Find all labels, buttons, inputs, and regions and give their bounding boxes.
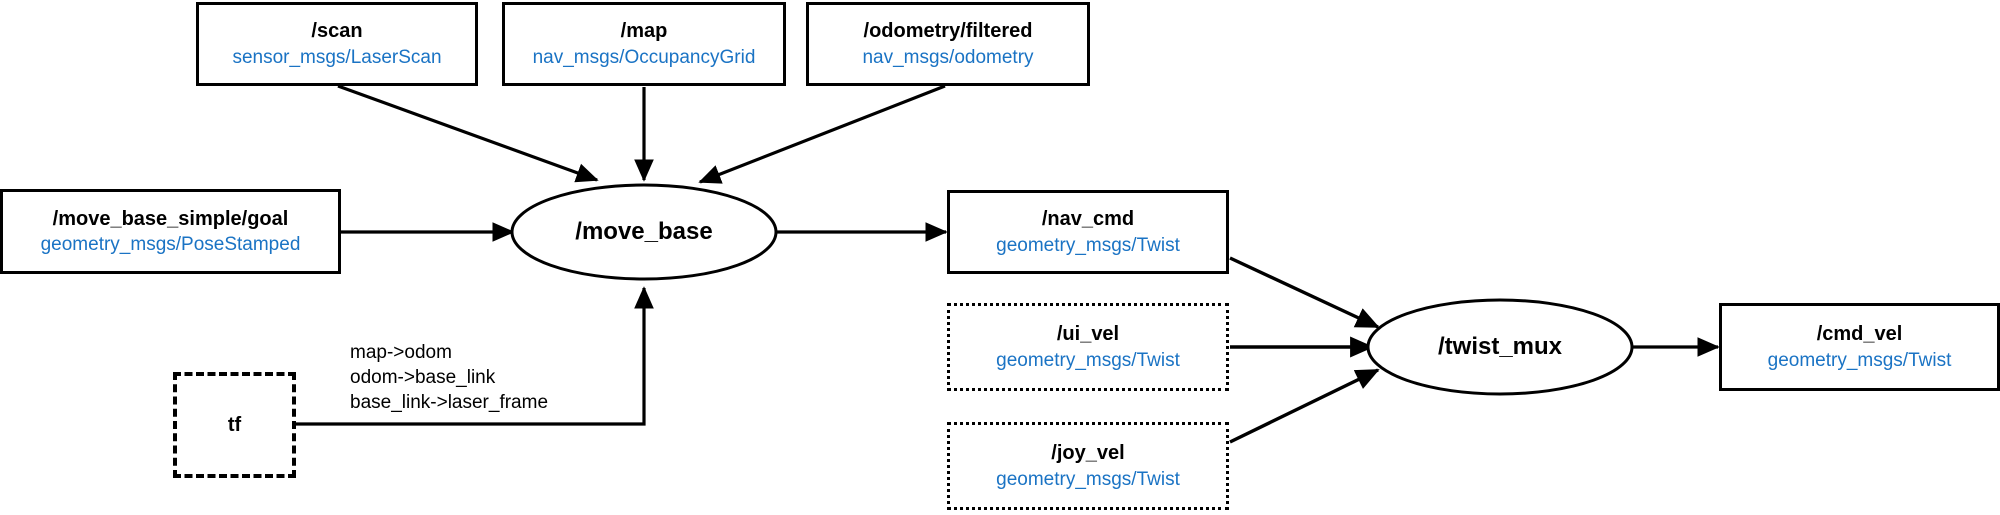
edge-nav-cmd-to-twist-mux	[1229, 256, 1380, 329]
twist-mux-label: /twist_mux	[1437, 333, 1563, 361]
topic-name: /joy_vel	[1051, 442, 1125, 465]
topic-node-scan[interactable]: /scan sensor_msgs/LaserScan	[196, 2, 478, 86]
topic-node-ui-vel[interactable]: /ui_vel geometry_msgs/Twist	[947, 303, 1229, 391]
topic-name: /cmd_vel	[1816, 323, 1903, 346]
topic-name: /scan	[311, 20, 363, 43]
node-tf[interactable]: tf	[173, 372, 296, 478]
topic-name: /ui_vel	[1056, 323, 1120, 346]
tf-label: tf	[227, 413, 242, 436]
topic-name: /nav_cmd	[1041, 208, 1135, 231]
node-twist-mux[interactable]: /twist_mux	[1368, 300, 1632, 394]
tf-transform-line-2: odom->base_link	[350, 367, 496, 389]
topic-type: geometry_msgs/Twist	[1767, 349, 1952, 371]
topic-name: /odometry/filtered	[863, 20, 1033, 43]
node-move-base[interactable]: /move_base	[512, 185, 776, 279]
topic-type: nav_msgs/OccupancyGrid	[532, 46, 756, 68]
topic-type: geometry_msgs/Twist	[996, 234, 1180, 256]
topic-node-joy-vel[interactable]: /joy_vel geometry_msgs/Twist	[947, 422, 1229, 510]
tf-transform-line-3: base_link->laser_frame	[350, 392, 549, 414]
topic-node-move-base-simple-goal[interactable]: /move_base_simple/goal geometry_msgs/Pos…	[0, 189, 341, 274]
topic-name: /map	[620, 20, 668, 43]
topic-type: geometry_msgs/Twist	[996, 349, 1180, 371]
topic-node-nav-cmd[interactable]: /nav_cmd geometry_msgs/Twist	[947, 190, 1229, 274]
topic-node-cmd-vel[interactable]: /cmd_vel geometry_msgs/Twist	[1719, 303, 2000, 391]
topic-type: sensor_msgs/LaserScan	[232, 46, 442, 68]
topic-type: geometry_msgs/Twist	[996, 468, 1180, 490]
topic-node-odometry-filtered[interactable]: /odometry/filtered nav_msgs/odometry	[806, 2, 1090, 86]
tf-transform-label: map->odom odom->base_link base_link->las…	[350, 340, 548, 415]
edge-odometry-to-move-base	[698, 84, 946, 184]
topic-type: nav_msgs/odometry	[862, 46, 1034, 68]
topic-type: geometry_msgs/PoseStamped	[40, 234, 301, 256]
tf-transform-line-1: map->odom	[350, 342, 452, 363]
move-base-label: /move_base	[575, 218, 713, 246]
topic-node-map[interactable]: /map nav_msgs/OccupancyGrid	[502, 2, 786, 86]
edge-joy-vel-to-twist-mux	[1229, 368, 1380, 444]
topic-name: /move_base_simple/goal	[52, 207, 289, 230]
edge-scan-to-move-base	[337, 84, 599, 183]
